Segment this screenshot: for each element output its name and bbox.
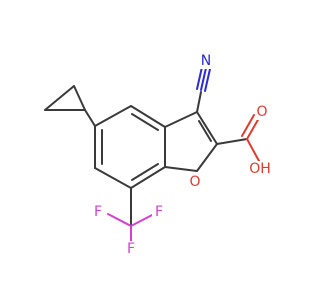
bond — [246, 117, 260, 140]
ring-oxygen-atom: O — [189, 174, 200, 190]
atom-background — [255, 104, 269, 120]
atom-background — [152, 204, 166, 220]
bond — [131, 163, 159, 181]
bond — [130, 166, 166, 189]
carboxylic-acid-group: O OH — [216, 104, 275, 177]
fluorine-atom-bottom: F — [127, 241, 135, 257]
cyclopropyl-group — [44, 85, 96, 127]
atom-background — [199, 53, 213, 69]
bond — [130, 213, 155, 227]
bond — [198, 120, 212, 142]
bond — [84, 109, 96, 127]
bond — [216, 138, 248, 145]
bond — [131, 113, 159, 131]
atom-background — [188, 174, 202, 190]
fluorine-atom-left: F — [94, 204, 102, 220]
bond — [94, 167, 132, 189]
benzene-ring — [94, 105, 166, 189]
carboxyl-oxygen-atom: O — [256, 104, 267, 120]
bond — [196, 66, 203, 90]
bond — [200, 67, 207, 91]
bond — [241, 114, 255, 137]
molecule-diagram: N O OH O F F F — [44, 53, 275, 257]
bond — [246, 138, 260, 162]
bond — [164, 111, 198, 128]
bond — [196, 143, 218, 172]
atom-background — [245, 161, 275, 177]
ring-oxygen: O — [188, 174, 202, 190]
fluorine-atom-right: F — [155, 204, 163, 220]
trifluoromethyl-group: F F F — [91, 187, 166, 257]
bond — [164, 166, 198, 172]
hydroxyl-group-label: OH — [249, 161, 271, 177]
bond — [44, 85, 75, 111]
bond — [73, 85, 86, 111]
atom-background — [91, 204, 105, 220]
atom-background — [124, 241, 138, 257]
bond — [130, 105, 166, 128]
bond — [196, 91, 202, 113]
bond — [94, 105, 132, 127]
bond — [196, 111, 218, 145]
nitrogen-atom: N — [201, 53, 211, 69]
furan-ring — [164, 111, 218, 172]
bond — [107, 213, 132, 227]
cyano-group: N — [196, 53, 213, 113]
bond — [204, 68, 211, 92]
